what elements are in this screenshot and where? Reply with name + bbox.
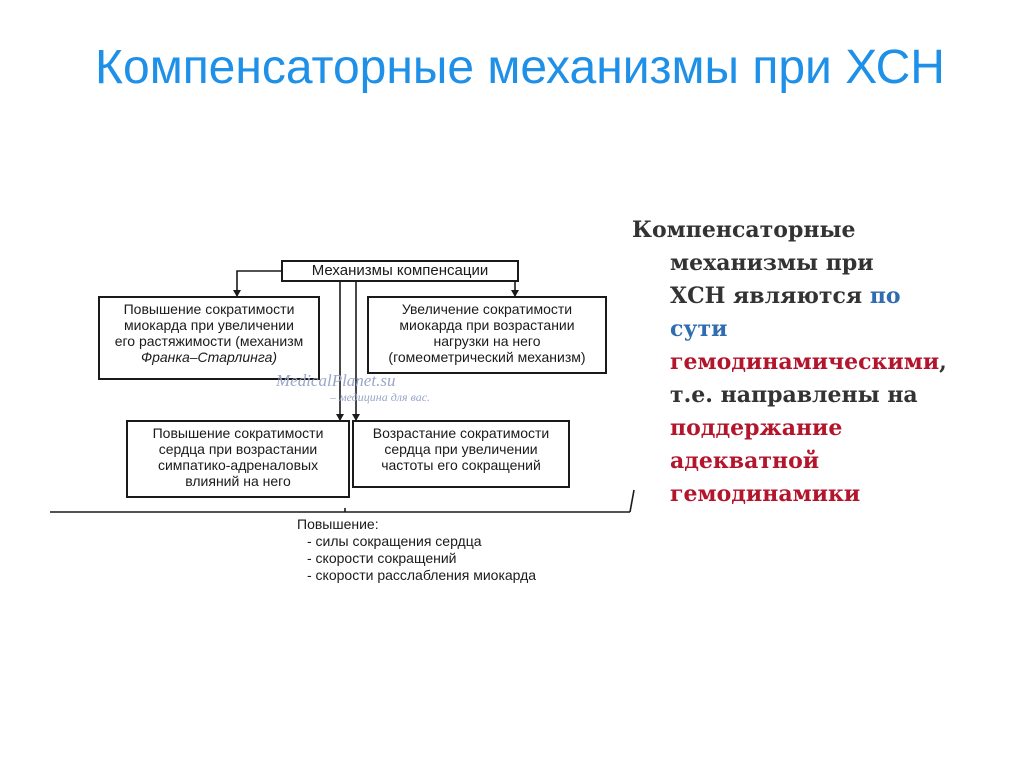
- connector-lines: [50, 270, 635, 513]
- watermark-line-2: – медицина для вас.: [330, 390, 431, 404]
- box-line: Повышение сократимости: [152, 425, 324, 441]
- result-list: Повышение: - силы сокращения сердца - ск…: [295, 516, 615, 584]
- sympathetic-box: Повышение сократимости сердца при возрас…: [126, 420, 350, 498]
- side-text-part-blue: по: [869, 283, 901, 309]
- box-line: миокарда при увеличении: [124, 317, 294, 333]
- result-item: - скорости расслабления миокарда: [307, 567, 537, 583]
- box-line: миокарда при возрастании: [399, 317, 575, 333]
- compensation-diagram: Механизмы компенсации Повышение сократим…: [40, 250, 640, 610]
- side-text-part: ХСН являются: [670, 283, 870, 309]
- box-line: сердца при возрастании: [158, 441, 318, 457]
- box-line: (гомеометрический механизм): [388, 349, 586, 365]
- side-line: Компенсаторные: [632, 217, 856, 243]
- box-line-italic: Франка–Старлинга): [140, 349, 278, 365]
- result-heading: Повышение:: [297, 516, 379, 532]
- box-line: влияний на него: [185, 473, 291, 489]
- side-line: гемодинамики: [670, 481, 861, 507]
- side-line: поддержание: [670, 415, 843, 441]
- side-line: т.е. направлены на: [670, 382, 918, 408]
- result-item: - скорости сокращений: [307, 550, 457, 566]
- box-line: Повышение сократимости: [123, 301, 295, 317]
- root-box: Механизмы компенсации: [281, 260, 519, 282]
- watermark: MedicalPlanet.su – медицина для вас.: [276, 371, 431, 405]
- side-line: адекватной: [670, 448, 820, 474]
- side-explanation: Компенсаторные механизмы при ХСН являютс…: [632, 214, 952, 511]
- side-line: гемодинамическими,: [632, 346, 952, 379]
- box-line: нагрузки на него: [433, 333, 541, 349]
- box-line: Возрастание сократимости: [372, 425, 550, 441]
- box-line: его растяжимости (механизм: [114, 333, 304, 349]
- side-text-part-red: гемодинамическими: [670, 349, 940, 375]
- frank-starling-box: Повышение сократимости миокарда при увел…: [98, 296, 320, 380]
- side-line: механизмы при: [670, 250, 874, 276]
- homeometric-box: Увеличение сократимости миокарда при воз…: [367, 296, 607, 374]
- box-line: симпатико-адреналовых: [157, 457, 319, 473]
- watermark-line-1: MedicalPlanet.su: [276, 371, 396, 390]
- box-line: Увеличение сократимости: [401, 301, 573, 317]
- heart-rate-box: Возрастание сократимости сердца при увел…: [352, 420, 570, 488]
- slide-title: Компенсаторные механизмы при ХСН: [95, 41, 945, 94]
- box-line: сердца при увеличении: [384, 441, 538, 457]
- box-line: частоты его сокращений: [381, 457, 541, 473]
- side-text-part: ,: [939, 349, 947, 375]
- side-line: ХСН являются по: [632, 280, 952, 313]
- result-item: - силы сокращения сердца: [307, 533, 482, 549]
- side-line: сути: [670, 316, 728, 342]
